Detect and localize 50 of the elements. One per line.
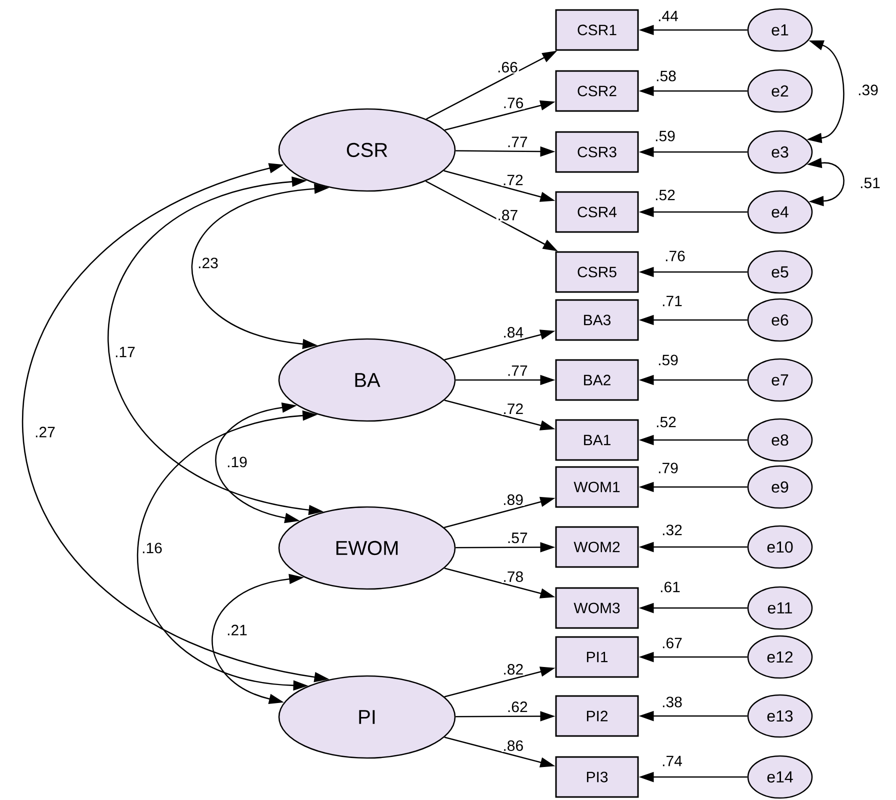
edge-label: .62: [506, 700, 529, 714]
indicator-box: WOM2: [555, 526, 639, 568]
indicator-box: CSR3: [555, 131, 639, 173]
indicator-box: BA3: [555, 299, 639, 341]
edge-label: .66: [496, 60, 519, 74]
squared-correlation-label: .52: [656, 416, 676, 428]
squared-correlation-label: .59: [656, 130, 675, 142]
edge-label: .21: [226, 624, 248, 636]
squared-correlation-label: .59: [658, 354, 678, 366]
edge-label: .39: [856, 84, 880, 96]
edge-label: .84: [502, 326, 525, 339]
edge-label: .86: [502, 739, 525, 752]
edge-label: .89: [502, 493, 524, 506]
squared-correlation-label: .58: [656, 70, 676, 82]
indicator-box: WOM1: [555, 466, 639, 508]
indicator-box: WOM3: [555, 587, 639, 629]
indicator-box: PI1: [555, 636, 639, 678]
edge-label: .82: [502, 663, 525, 676]
indicator-box: PI2: [555, 695, 639, 737]
squared-correlation-label: .44: [658, 10, 678, 22]
squared-correlation-label: .52: [656, 190, 675, 200]
edge-label: .19: [226, 456, 248, 468]
indicator-box: CSR2: [555, 70, 639, 112]
squared-correlation-label: .61: [660, 582, 680, 592]
edge-label: .51: [858, 176, 882, 190]
edge-label: .77: [506, 364, 529, 377]
indicator-box: BA2: [555, 359, 639, 401]
edge-label: .77: [506, 136, 529, 148]
squared-correlation-label: .76: [666, 250, 685, 262]
indicator-box: CSR5: [555, 251, 639, 293]
indicator-box: CSR4: [555, 191, 639, 233]
edge-label: .87: [496, 208, 520, 222]
edge-label: .17: [114, 346, 136, 358]
squared-correlation-label: .74: [662, 756, 682, 766]
indicator-box: BA1: [555, 419, 639, 461]
squared-correlation-label: .32: [662, 524, 682, 536]
indicator-box: PI3: [555, 756, 639, 798]
squared-correlation-label: .67: [662, 638, 682, 648]
edge-label: .27: [34, 426, 56, 438]
squared-correlation-label: .71: [662, 296, 682, 306]
squared-correlation-label: .79: [658, 462, 678, 474]
edge-label: .16: [140, 542, 164, 554]
edge-label: .57: [506, 532, 529, 544]
edge-label: .76: [502, 96, 525, 110]
indicator-box: CSR1: [555, 9, 639, 51]
edge-label: .78: [502, 570, 525, 583]
edge-label: .72: [502, 402, 525, 415]
edge-label: .23: [196, 256, 220, 270]
edge-label: .72: [502, 174, 524, 186]
squared-correlation-label: .38: [662, 696, 682, 708]
